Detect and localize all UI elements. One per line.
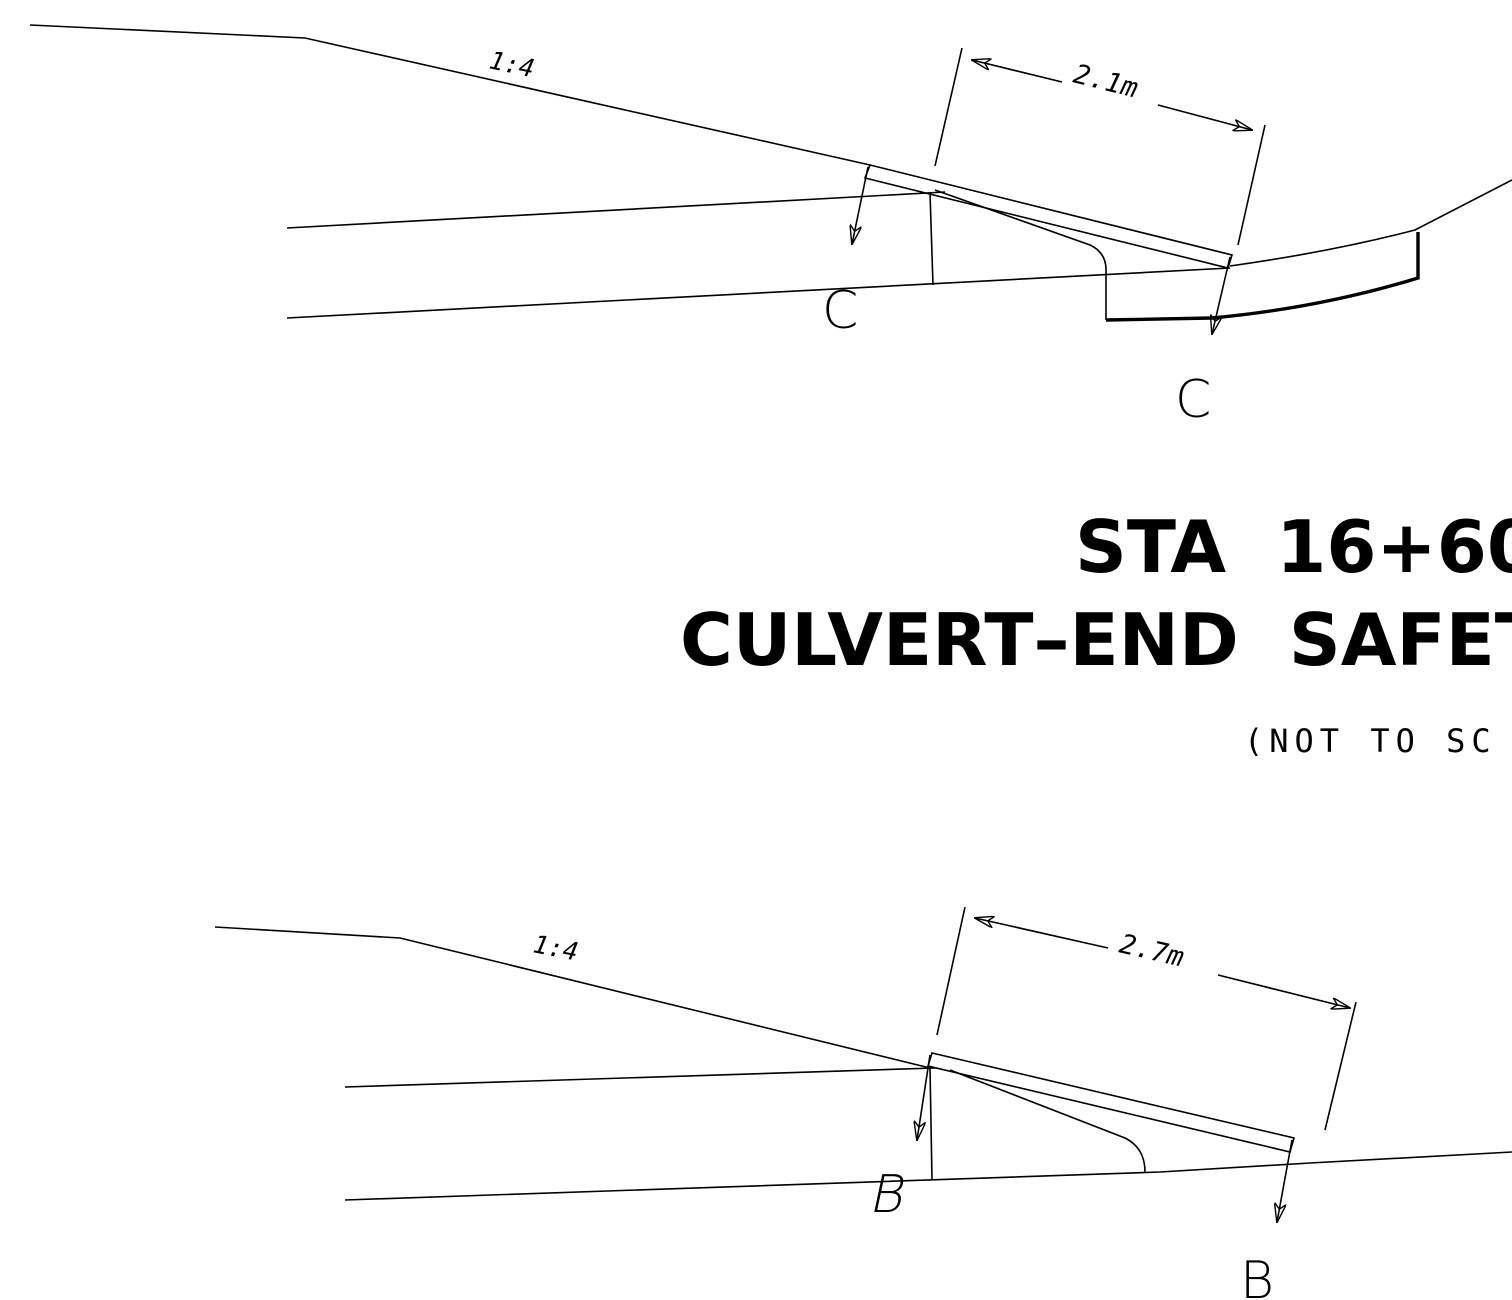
title-station: STA 16+60 bbox=[1075, 505, 1512, 589]
lower-section-arrow-right bbox=[1277, 1139, 1293, 1222]
upper-section-label-left: C bbox=[822, 281, 858, 341]
upper-slope-label: 1:4 bbox=[487, 46, 537, 84]
lower-section-view: 1:4 2.7m B B bbox=[214, 906, 1512, 1300]
scale-note: (NOT TO SC bbox=[1244, 722, 1497, 760]
upper-dim-ext-left bbox=[934, 47, 963, 167]
upper-culvert-top-line bbox=[286, 191, 946, 229]
upper-dim-line-right bbox=[1157, 104, 1252, 130]
upper-section-arrow-right bbox=[1212, 256, 1231, 334]
lower-dimension-label: 2.7m bbox=[1116, 929, 1186, 974]
lower-safety-grate bbox=[926, 1052, 1295, 1153]
lower-culvert-top-line bbox=[344, 1067, 936, 1088]
upper-culvert-bottom-line bbox=[286, 267, 1231, 319]
upper-wingwall-curve bbox=[934, 189, 1107, 320]
lower-section-arrow-left bbox=[917, 1054, 931, 1140]
upper-section-label-right: C bbox=[1175, 370, 1211, 430]
upper-section-arrow-left bbox=[852, 166, 869, 244]
lower-section-label-left: B bbox=[865, 1165, 912, 1225]
lower-dim-ext-left bbox=[936, 906, 966, 1036]
lower-dim-line-right bbox=[1217, 974, 1350, 1008]
upper-dimension-label: 2.1m bbox=[1070, 59, 1141, 105]
title-description: CULVERT–END SAFET bbox=[680, 598, 1512, 682]
upper-section-view: 1:4 2.1m C C bbox=[29, 24, 1512, 430]
lower-end-post bbox=[929, 1067, 933, 1181]
lower-slope-label: 1:4 bbox=[531, 929, 581, 966]
lower-wingwall-curve bbox=[949, 1069, 1146, 1173]
lower-dim-line-left bbox=[975, 918, 1109, 949]
upper-safety-grate bbox=[863, 164, 1234, 269]
upper-dim-line-left bbox=[972, 60, 1063, 83]
lower-section-label-right: B bbox=[1240, 1251, 1274, 1300]
lower-ground-profile bbox=[214, 926, 931, 1069]
title-block: STA 16+60 CULVERT–END SAFET (NOT TO SC bbox=[680, 505, 1512, 760]
upper-end-post bbox=[929, 192, 934, 286]
upper-ground-profile bbox=[29, 24, 871, 166]
upper-channel-top bbox=[1229, 179, 1512, 267]
lower-culvert-bottom-line bbox=[344, 1151, 1512, 1201]
lower-dim-ext-right bbox=[1324, 1001, 1357, 1131]
upper-channel-bottom bbox=[1105, 232, 1420, 322]
upper-dim-ext-right bbox=[1237, 124, 1266, 246]
